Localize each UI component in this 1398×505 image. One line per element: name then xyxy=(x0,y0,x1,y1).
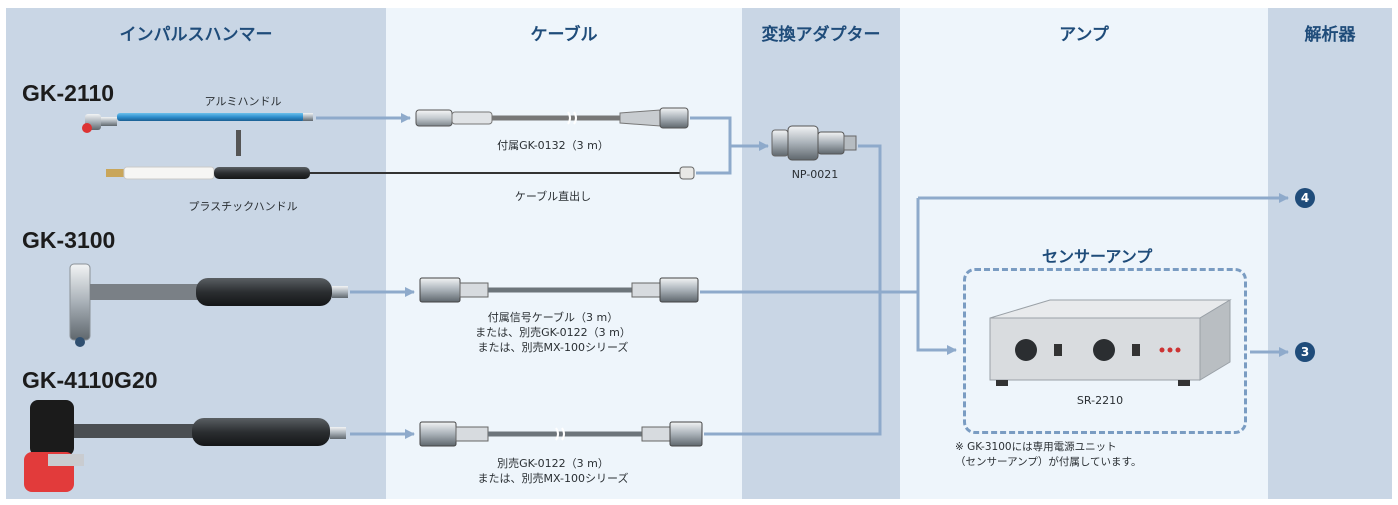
column-heading-cable: ケーブル xyxy=(530,25,598,45)
output-badge-4: 4 xyxy=(1295,188,1315,208)
signal-cable-line-3: または、別売MX-100シリーズ xyxy=(477,341,629,354)
column-heading-amp: アンプ xyxy=(1059,25,1109,45)
handle-swap-marker xyxy=(236,130,241,156)
amp-note-line-1: ※ GK-3100には専用電源ユニット xyxy=(955,441,1117,453)
sr2210-model-label: SR-2210 xyxy=(1076,394,1124,407)
gk2110-plastic-hammer-image xyxy=(106,166,695,180)
sensor-amp-box xyxy=(963,268,1247,434)
column-heading-impulse-hammer: インパルスハンマー xyxy=(119,25,273,45)
gk4110g20-hammer-image xyxy=(24,400,346,492)
amp-note-line-2: （センサーアンプ）が付属しています。 xyxy=(955,456,1142,468)
sr2210-amplifier-image xyxy=(989,299,1232,386)
signal-cable-image xyxy=(419,277,699,303)
column-amp: アンプ xyxy=(900,8,1268,499)
column-heading-adapter: 変換アダプター xyxy=(761,25,881,45)
gk3100-hammer-image xyxy=(69,263,348,347)
signal-cable-label: 付属信号ケーブル（3 m） または、別売GK-0122（3 m） または、別売M… xyxy=(475,310,631,355)
column-adapter: 変換アダプター xyxy=(742,8,900,499)
gk4110g20-model-label: GK-4110G20 xyxy=(22,367,158,393)
gk0122-cable-line-2: または、別売MX-100シリーズ xyxy=(477,472,629,485)
gk0122-cable-label: 別売GK-0122（3 m） または、別売MX-100シリーズ xyxy=(478,456,629,486)
gk0132-cable-image xyxy=(415,107,689,129)
sensor-amp-title: センサーアンプ xyxy=(1042,247,1153,266)
output-badge-3: 3 xyxy=(1295,342,1315,362)
signal-cable-line-1: 付属信号ケーブル（3 m） xyxy=(487,311,619,324)
gk2110-model-label: GK-2110 xyxy=(22,80,115,106)
gk2110-aluminum-hammer-image xyxy=(82,113,313,133)
direct-cable-label: ケーブル直出し xyxy=(514,190,592,203)
gk3100-model-label: GK-3100 xyxy=(22,227,116,253)
connection-lines xyxy=(316,113,1289,439)
aluminum-handle-label: アルミハンドル xyxy=(204,95,282,108)
np0021-adapter-label: NP-0021 xyxy=(791,168,839,181)
signal-cable-line-2: または、別売GK-0122（3 m） xyxy=(475,326,631,339)
column-heading-analyzer: 解析器 xyxy=(1304,25,1356,45)
plastic-handle-label: プラスチックハンドル xyxy=(188,200,298,213)
gk0132-cable-label: 付属GK-0132（3 m） xyxy=(497,139,609,152)
column-cable: ケーブル xyxy=(386,8,742,499)
column-analyzer: 解析器 xyxy=(1268,8,1392,499)
gk0122-cable-image xyxy=(419,421,703,447)
amp-note: ※ GK-3100には専用電源ユニット （センサーアンプ）が付属しています。 xyxy=(955,440,1141,470)
np0021-adapter-image xyxy=(771,125,857,161)
gk0122-cable-line-1: 別売GK-0122（3 m） xyxy=(497,457,609,470)
